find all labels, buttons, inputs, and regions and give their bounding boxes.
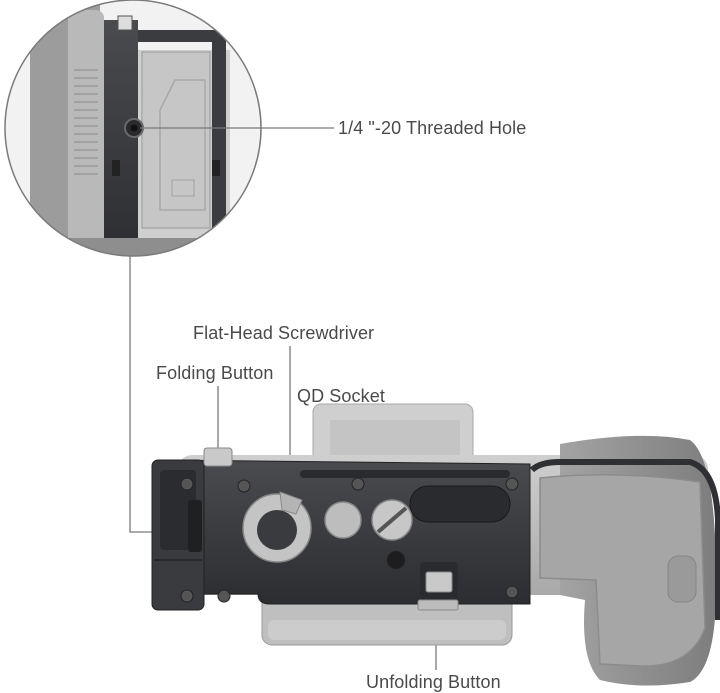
mount-screw bbox=[371, 499, 413, 541]
leader-zoom-to-body bbox=[129, 256, 160, 533]
battery-door bbox=[539, 474, 706, 667]
zoom-detail-circle bbox=[4, 0, 262, 257]
label-folding-button: Folding Button bbox=[156, 363, 274, 383]
label-qd-socket: QD Socket bbox=[297, 386, 385, 406]
label-flat-head-screwdriver: Flat-Head Screwdriver bbox=[193, 323, 375, 343]
plate-screws bbox=[180, 477, 519, 603]
qd-socket bbox=[324, 501, 362, 539]
label-threaded-hole: 1/4 "-20 Threaded Hole bbox=[338, 118, 527, 138]
unfolding-button bbox=[417, 562, 459, 611]
label-unfolding-button: Unfolding Button bbox=[366, 672, 501, 692]
cage-plate-detail bbox=[104, 20, 138, 256]
camera-bottom-view bbox=[151, 403, 720, 686]
folding-button bbox=[203, 447, 233, 467]
flat-head-screwdriver bbox=[242, 491, 312, 563]
